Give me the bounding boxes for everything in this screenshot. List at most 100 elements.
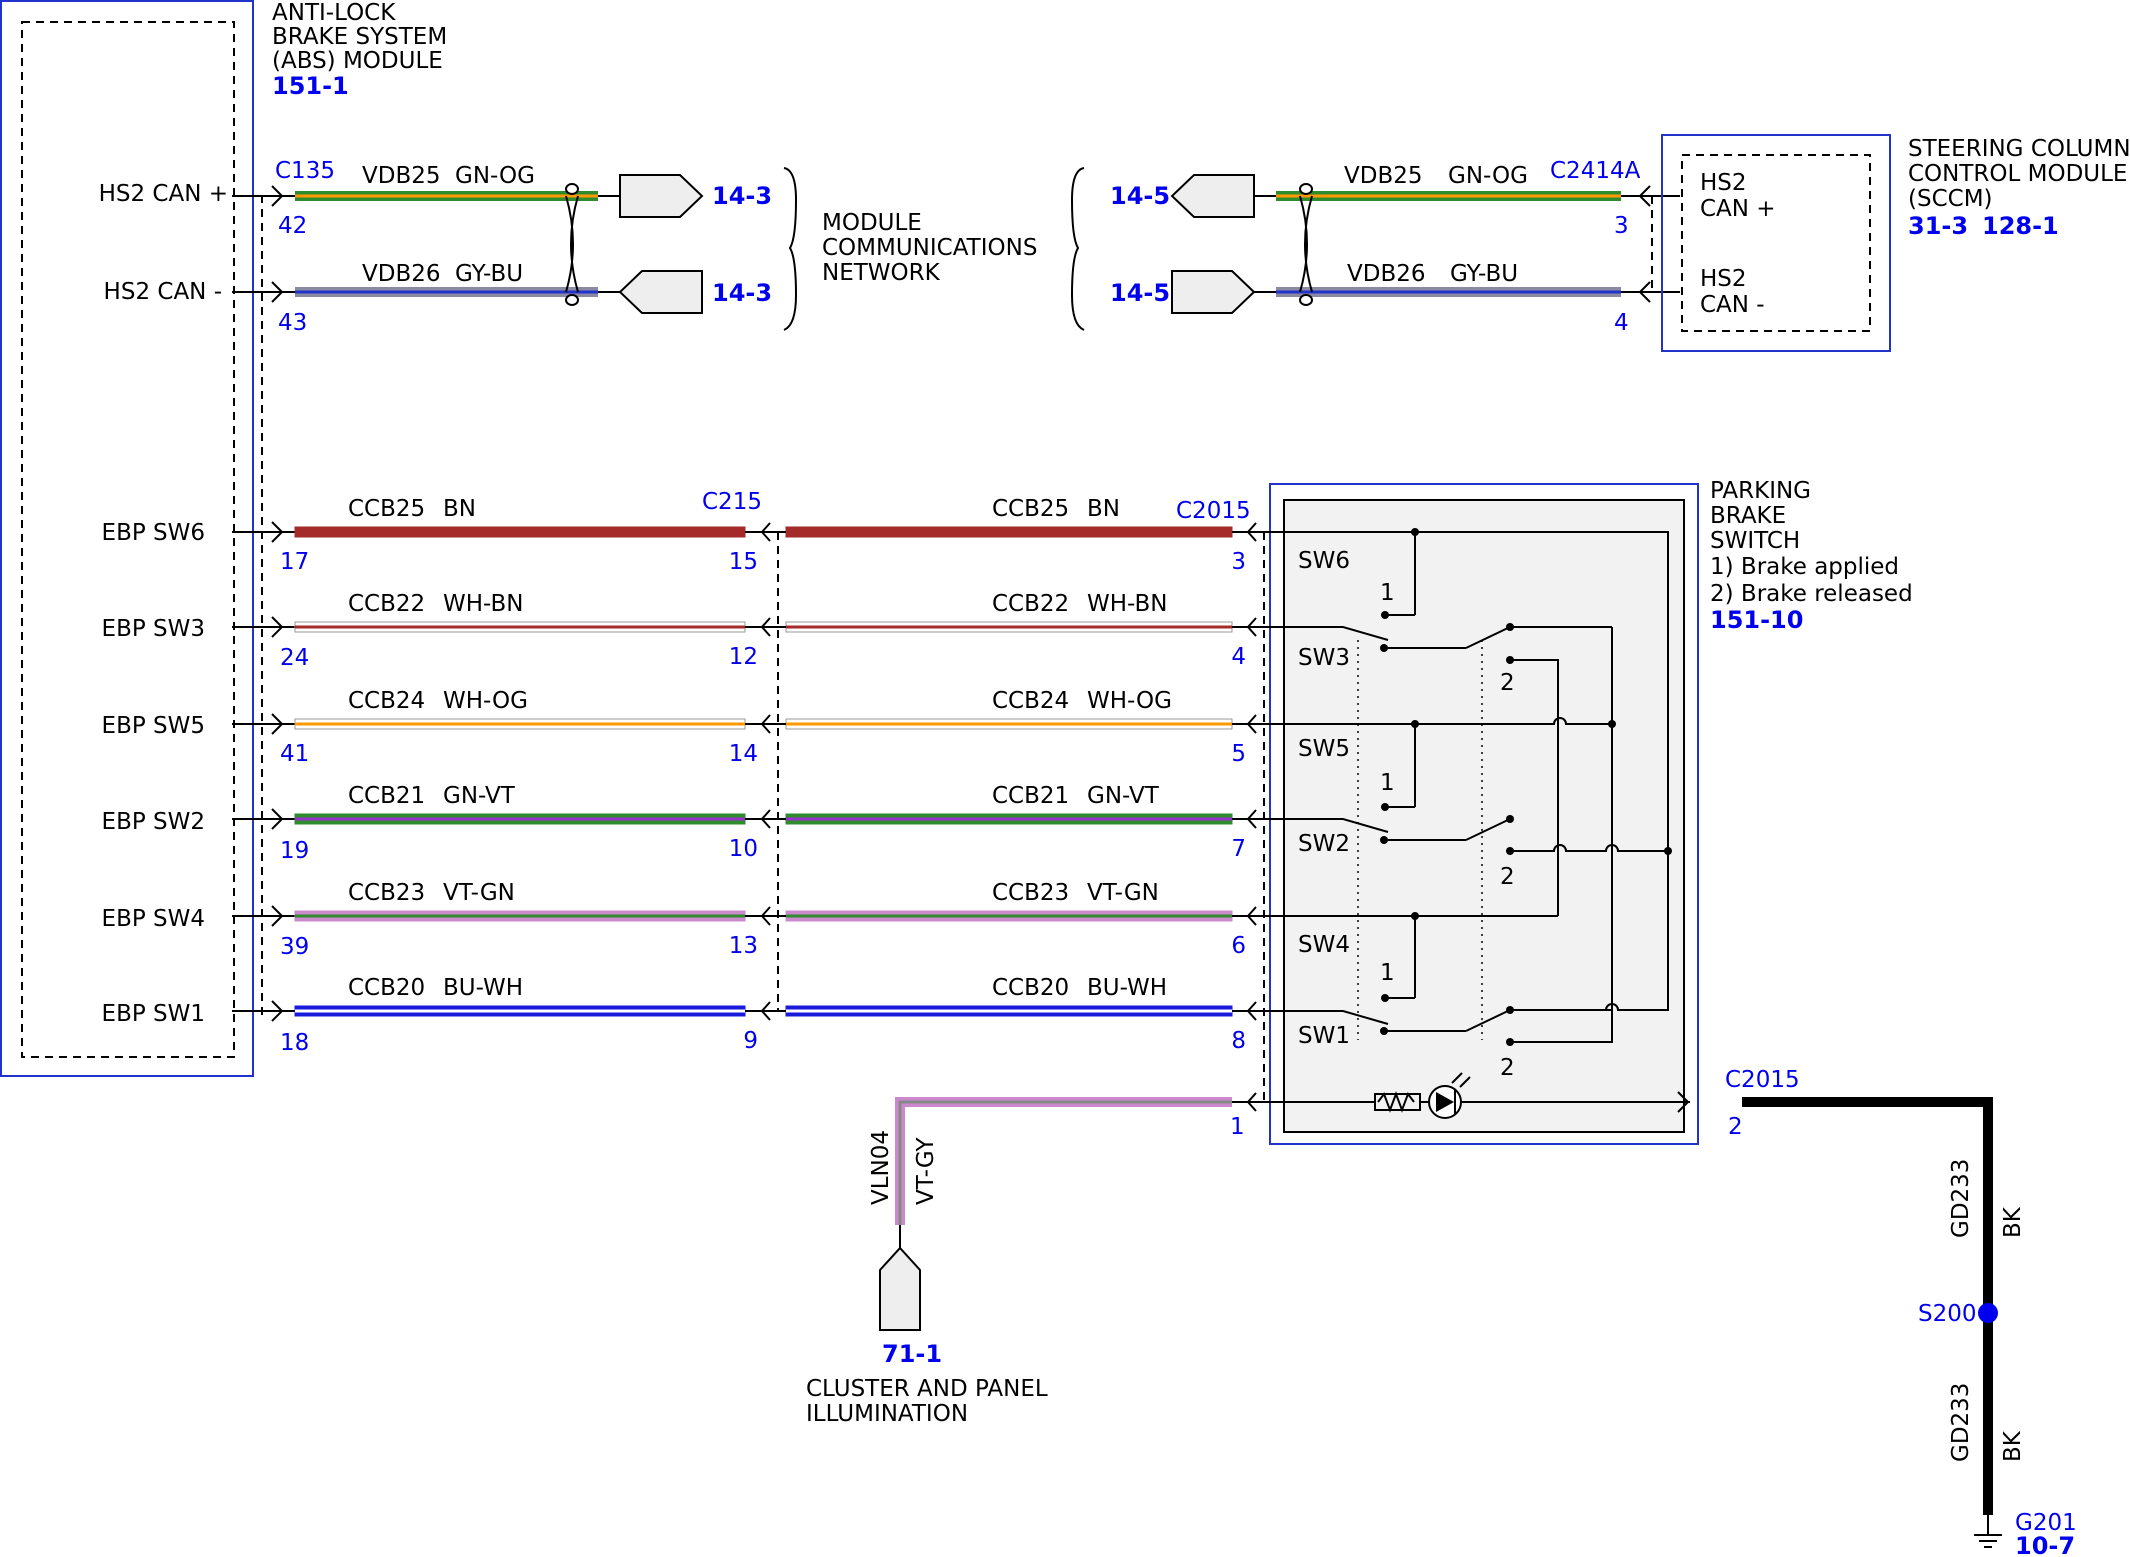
pbs-title-line2: BRAKE bbox=[1710, 503, 1786, 529]
connector-arrow-icon bbox=[271, 713, 284, 735]
wire-color-label: GN-VT bbox=[1087, 783, 1160, 809]
twisted-pair-icon bbox=[565, 195, 574, 293]
wire-stripe bbox=[786, 625, 1232, 629]
abs-ref-link[interactable]: 151-1 bbox=[272, 72, 349, 100]
connector-arrow-icon bbox=[271, 185, 284, 207]
wire-vln04[interactable] bbox=[895, 1097, 1232, 1225]
ground-ref-link[interactable]: 10-7 bbox=[2015, 1532, 2075, 1557]
splice-label: S200 bbox=[1918, 1301, 1977, 1327]
wire-circuit-label: CCB20 bbox=[992, 975, 1069, 1001]
inline-pin-number: 13 bbox=[729, 933, 758, 959]
ground-color-lower: BK bbox=[2000, 1430, 2026, 1462]
wire-circuit-label: CCB22 bbox=[348, 591, 425, 617]
connector-off-page-icon bbox=[879, 1246, 921, 1331]
wire-stripe bbox=[295, 625, 745, 629]
pbs-note1: 1) Brake applied bbox=[1710, 554, 1899, 580]
pbs-title-line3: SWITCH bbox=[1710, 528, 1800, 554]
switch-position-2: 2 bbox=[1500, 670, 1515, 696]
wire-color-label: BU-WH bbox=[443, 975, 523, 1001]
sccm-outline bbox=[1661, 134, 1891, 352]
wire-gd233[interactable] bbox=[1742, 1097, 1993, 1515]
connector-arrow-icon bbox=[1232, 714, 1264, 734]
wire-circuit-label: CCB24 bbox=[348, 688, 425, 714]
abs-pin-number: 39 bbox=[280, 934, 309, 960]
network-ref-right-bottom[interactable]: 14-5 bbox=[1110, 279, 1170, 307]
inline-pin-number: 9 bbox=[743, 1028, 758, 1054]
network-line1: MODULE bbox=[822, 210, 922, 236]
abs-pin-number: 24 bbox=[280, 645, 309, 671]
wire-vdb25-color-right: GN-OG bbox=[1448, 163, 1528, 189]
parking-brake-switch: PARKING BRAKE SWITCH 1) Brake applied 2)… bbox=[1230, 478, 1913, 1145]
abs-pin-label: EBP SW6 bbox=[102, 520, 205, 546]
wire-ccb25[interactable] bbox=[294, 526, 746, 538]
abs-module-inner bbox=[21, 21, 235, 1058]
wire-color-label: WH-BN bbox=[1087, 591, 1168, 617]
sccm-label-plus-1: HS2 bbox=[1700, 170, 1747, 196]
twisted-pair-icon bbox=[1299, 195, 1308, 293]
wire-circuit-label: CCB21 bbox=[348, 783, 425, 809]
ground-color-upper: BK bbox=[2000, 1206, 2026, 1238]
wire-color-label: BN bbox=[443, 496, 476, 522]
splice-s200 bbox=[1978, 1303, 1998, 1323]
connector-off-page-icon bbox=[619, 174, 704, 218]
sccm-title-line2: CONTROL MODULE bbox=[1908, 161, 2127, 187]
resistor-icon bbox=[1374, 1091, 1421, 1113]
brace-left bbox=[783, 167, 798, 331]
sccm-label-plus-2: CAN + bbox=[1700, 196, 1776, 222]
brace-right bbox=[1070, 167, 1085, 331]
illumination-ref-link[interactable]: 71-1 bbox=[882, 1340, 942, 1368]
network-ref-left-bottom[interactable]: 14-3 bbox=[712, 279, 772, 307]
sccm-pin-plus: 3 bbox=[1614, 213, 1629, 239]
abs-pin-label: EBP SW1 bbox=[102, 1001, 205, 1027]
abs-pin-number: 42 bbox=[278, 213, 307, 239]
connector-arrow-icon bbox=[271, 808, 284, 830]
wire-color-label: WH-BN bbox=[443, 591, 524, 617]
switch-position-2: 2 bbox=[1500, 1055, 1515, 1081]
ground-circuit-upper: GD233 bbox=[1948, 1159, 1974, 1238]
switch-pin-number: 5 bbox=[1231, 741, 1246, 767]
connector-arrow-icon bbox=[1232, 1092, 1264, 1112]
wire-stripe bbox=[786, 817, 1232, 821]
abs-module: ANTI-LOCK BRAKE SYSTEM (ABS) MODULE 151-… bbox=[0, 0, 447, 1077]
pbs-illum-pin: 1 bbox=[1230, 1114, 1245, 1140]
pbs-ground-pin: 2 bbox=[1728, 1114, 1743, 1140]
pbs-ref-link[interactable]: 151-10 bbox=[1710, 606, 1803, 634]
connector-off-page-icon bbox=[618, 270, 703, 314]
inline-pin-number: 15 bbox=[729, 549, 758, 575]
abs-pin-label: HS2 CAN + bbox=[99, 181, 228, 207]
inline-pin-number: 14 bbox=[729, 741, 758, 767]
network-ref-right-top[interactable]: 14-5 bbox=[1110, 182, 1170, 210]
inline-pin-number: 12 bbox=[729, 644, 758, 670]
switch-pin-number: 3 bbox=[1231, 549, 1246, 575]
connector-arrow-icon bbox=[1638, 185, 1651, 207]
connector-off-page-icon bbox=[1171, 270, 1256, 314]
abs-title-line3: (ABS) MODULE bbox=[272, 48, 443, 74]
switch-label: SW4 bbox=[1298, 932, 1350, 958]
ground-circuit-lower: GD233 bbox=[1948, 1383, 1974, 1462]
connector-off-page-icon bbox=[1170, 174, 1255, 218]
wire-vdb26-color-right: GY-BU bbox=[1450, 261, 1518, 287]
sccm-ref1-link[interactable]: 31-3 bbox=[1908, 212, 1968, 240]
sccm-module: HS2 CAN + HS2 CAN - STEERING COLUMN CONT… bbox=[1661, 134, 2130, 352]
illumination-line2: ILLUMINATION bbox=[806, 1401, 968, 1427]
wire-circuit-label: CCB25 bbox=[992, 496, 1069, 522]
wire-circuit-label: CCB20 bbox=[348, 975, 425, 1001]
ground-circuit: GD233 BK S200 GD233 BK G201 10-7 bbox=[1742, 1097, 2077, 1557]
inline-pin-number: 10 bbox=[729, 836, 758, 862]
wire-circuit-label: CCB21 bbox=[992, 783, 1069, 809]
network-ref-left-top[interactable]: 14-3 bbox=[712, 182, 772, 210]
connector-arrow-icon bbox=[1677, 1091, 1690, 1113]
abs-module-outline bbox=[0, 0, 254, 1077]
switch-label: SW1 bbox=[1298, 1023, 1350, 1049]
wire-ccb25[interactable] bbox=[785, 526, 1233, 538]
wire-circuit-label: CCB23 bbox=[992, 880, 1069, 906]
illumination-line1: CLUSTER AND PANEL bbox=[806, 1376, 1048, 1402]
sccm-ref2-link[interactable]: 128-1 bbox=[1982, 212, 2059, 240]
connector-arrow-icon bbox=[1232, 1001, 1264, 1021]
connector-arrow-icon bbox=[745, 617, 771, 637]
switch-pin-number: 6 bbox=[1231, 933, 1246, 959]
wire-stripe bbox=[295, 722, 745, 726]
pbs-title-line1: PARKING bbox=[1710, 478, 1811, 504]
inline-connector-label: C215 bbox=[702, 489, 762, 515]
